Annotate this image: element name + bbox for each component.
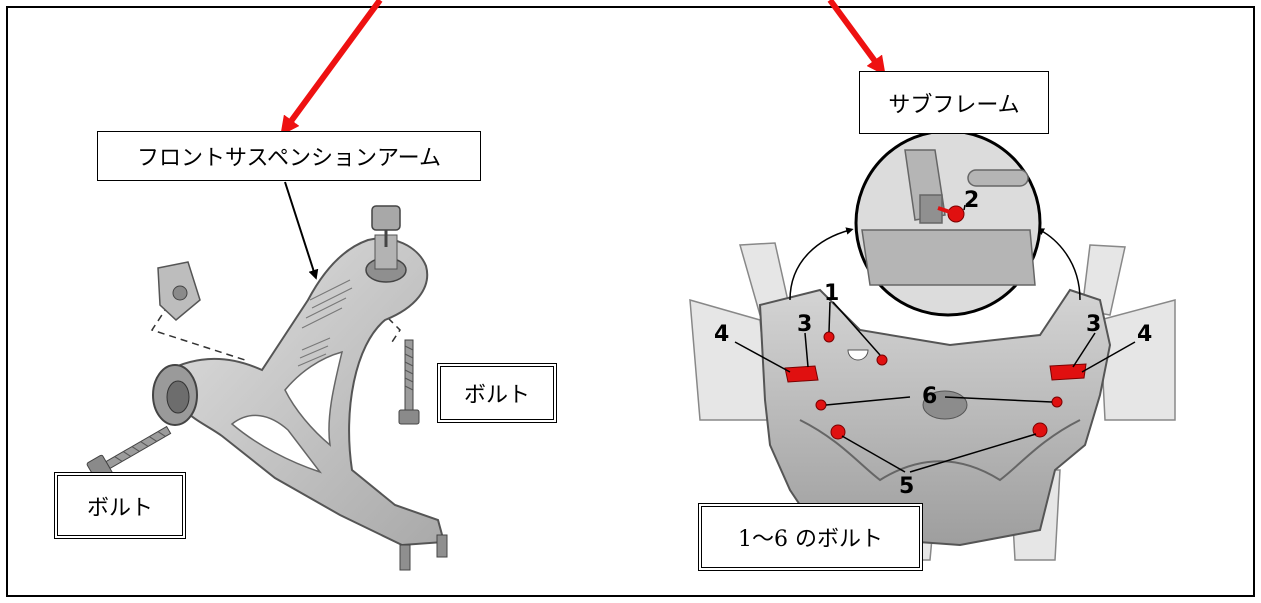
bolt-label-rear: ボルト <box>437 363 557 423</box>
subframe-illustration <box>689 129 1176 561</box>
callout-3-right: 3 <box>1086 312 1101 337</box>
bolt-label-front: ボルト <box>54 472 186 539</box>
diagram-frame <box>6 6 1255 597</box>
front-suspension-arm-label: フロントサスペンションアーム <box>97 131 481 181</box>
callout-2: 2 <box>964 188 979 213</box>
callout-1: 1 <box>824 281 839 306</box>
callout-3-left: 3 <box>797 312 812 337</box>
callout-5: 5 <box>899 474 914 499</box>
arm-pointer-arrow <box>284 181 319 280</box>
suspension-arm-illustration <box>86 205 448 571</box>
red-arrow-right <box>827 0 886 76</box>
red-arrow-left <box>280 0 383 136</box>
subframe-label: サブフレーム <box>859 71 1049 134</box>
callout-4-left: 4 <box>714 322 729 347</box>
bolts-1-6-label: 1〜6 のボルト <box>698 503 923 571</box>
callout-6: 6 <box>922 384 937 409</box>
callout-4-right: 4 <box>1137 322 1152 347</box>
